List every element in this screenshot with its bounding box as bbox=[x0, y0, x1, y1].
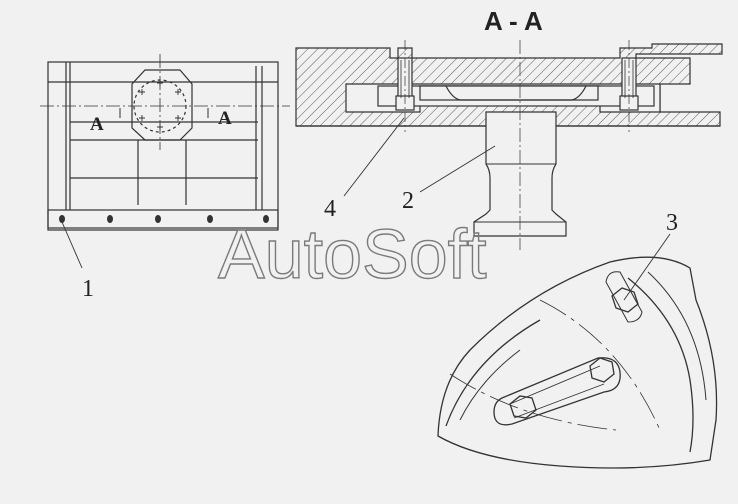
section-view bbox=[295, 40, 723, 250]
callout-3: 3 bbox=[666, 210, 678, 236]
plan-frame bbox=[47, 61, 279, 231]
plan-view bbox=[40, 54, 290, 269]
base-bolts bbox=[59, 215, 269, 223]
section-mark-right: A bbox=[218, 108, 232, 129]
hub-octagon bbox=[131, 69, 193, 141]
sector-plate bbox=[437, 256, 718, 469]
callout-1: 1 bbox=[82, 276, 94, 302]
detail-view bbox=[437, 233, 718, 469]
watermark: AutoSoft bbox=[218, 215, 487, 293]
hex-bolt-2 bbox=[589, 357, 615, 383]
base-bar bbox=[47, 209, 279, 229]
section-mark-left: A bbox=[90, 114, 104, 135]
callout-4: 4 bbox=[324, 196, 336, 222]
callout-2: 2 bbox=[402, 188, 414, 214]
hex-bolt-1 bbox=[509, 395, 537, 419]
section-title: A - A bbox=[484, 6, 543, 36]
adjust-slot bbox=[493, 357, 621, 426]
